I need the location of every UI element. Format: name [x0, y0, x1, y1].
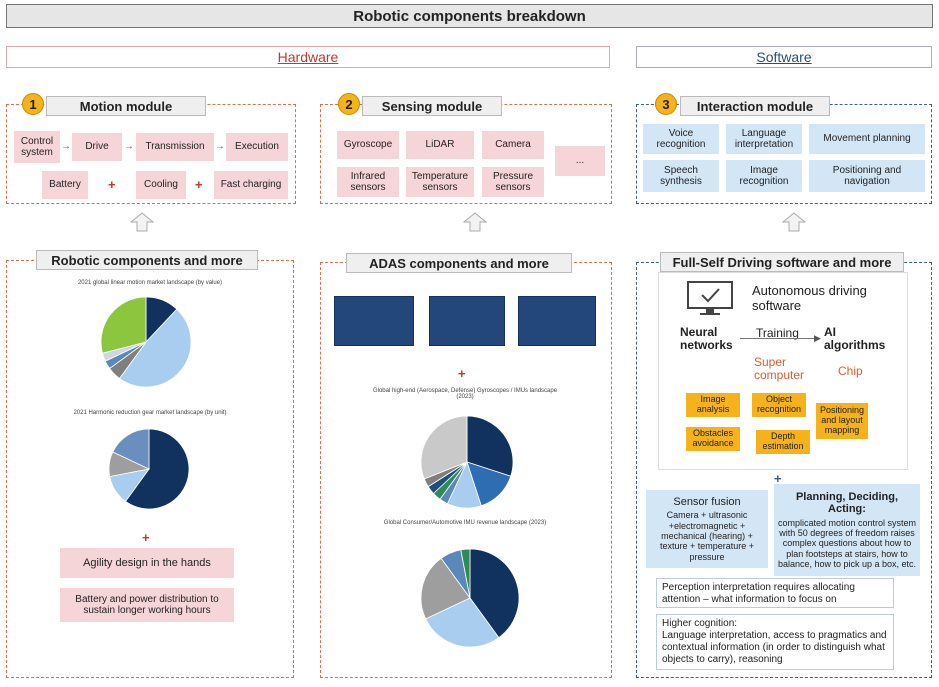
obstacles-avoidance-box: Obstacles avoidance	[686, 427, 740, 451]
voice-recognition-box: Voice recognition	[643, 124, 719, 154]
sensing-module-title: Sensing module	[362, 96, 502, 116]
up-arrow-icon	[782, 212, 806, 232]
sensor-fusion-title: Sensor fusion	[673, 495, 741, 508]
pie-slice	[100, 296, 147, 354]
pressure-sensors-box: Pressure sensors	[482, 167, 544, 197]
image-analysis-box: Image analysis	[686, 393, 740, 417]
pie-slice	[124, 428, 190, 510]
positioning-navigation-box: Positioning and navigation	[809, 160, 925, 192]
pie-slice	[469, 548, 520, 639]
imu-pie-chart	[420, 548, 520, 648]
harmonic-gear-chart-caption: 2021 Harmonic reduction gear market land…	[73, 410, 227, 416]
temperature-sensors-box: Temperature sensors	[406, 167, 474, 197]
chip-label: Chip	[838, 364, 863, 378]
depth-estimation-box: Depth estimation	[756, 430, 810, 454]
training-label: Training	[756, 326, 799, 340]
sensing-number-badge: 2	[338, 93, 360, 115]
transmission-box: Transmission	[136, 133, 214, 161]
infrared-sensors-box: Infrared sensors	[337, 167, 399, 197]
cooling-box: Cooling	[136, 171, 186, 199]
software-header: Software	[636, 46, 932, 68]
control-system-box: Control system	[14, 131, 60, 163]
motion-module-title: Motion module	[46, 96, 206, 116]
battery-box: Battery	[42, 171, 88, 199]
plus-icon: +	[108, 177, 116, 192]
movement-planning-box: Movement planning	[809, 124, 925, 154]
plus-icon: +	[195, 177, 203, 192]
up-arrow-icon	[130, 212, 154, 232]
drive-box: Drive	[72, 133, 122, 161]
battery-distribution-box: Battery and power distribution to sustai…	[60, 588, 234, 622]
perception-box: Perception interpretation requires alloc…	[656, 578, 894, 608]
pie-slice	[420, 415, 468, 480]
linear-motion-pie-chart	[100, 296, 192, 388]
robotic-components-title: Robotic components and more	[36, 250, 258, 270]
plus-icon: +	[774, 471, 782, 486]
adas-screenshot-1	[334, 296, 414, 346]
plus-icon: +	[142, 530, 150, 545]
arrow-right-icon: →	[215, 141, 225, 152]
autonomous-driving-label: Autonomous driving software	[752, 283, 867, 313]
pie-slice	[420, 557, 471, 620]
planning-title: Planning, Deciding, Acting:	[795, 490, 899, 516]
sensor-fusion-box: Sensor fusion Camera + ultrasonic +elect…	[646, 490, 768, 568]
interaction-number-badge: 3	[655, 93, 677, 115]
pie-slice	[118, 308, 192, 388]
execution-box: Execution	[226, 133, 288, 161]
agility-design-box: Agility design in the hands	[60, 548, 234, 578]
image-recognition-box: Image recognition	[726, 160, 802, 192]
training-arrow-line	[740, 338, 818, 339]
super-computer-label: Super computer	[754, 355, 805, 383]
motion-number-badge: 1	[22, 93, 44, 115]
lidar-box: LiDAR	[406, 131, 474, 159]
gyroscope-chart-caption: Global high-end (Aerospace, Defense) Gyr…	[372, 388, 558, 400]
imu-chart-caption: Global Consumer/Automotive IMU revenue l…	[383, 520, 547, 526]
pie-slice	[112, 428, 150, 470]
fast-charging-box: Fast charging	[214, 171, 288, 199]
hardware-header: Hardware	[6, 46, 610, 68]
arrow-right-icon: ▶	[814, 333, 821, 343]
harmonic-gear-pie-chart	[108, 428, 190, 510]
up-arrow-icon	[463, 212, 487, 232]
speech-synthesis-box: Speech synthesis	[643, 160, 719, 192]
planning-body: complicated motion control system with 5…	[777, 517, 917, 570]
object-recognition-box: Object recognition	[752, 393, 806, 417]
gyroscope-pie-chart	[420, 415, 514, 509]
linear-motion-chart-caption: 2021 global linear motion market landsca…	[77, 280, 223, 286]
fsd-title: Full-Self Driving software and more	[660, 252, 904, 272]
camera-box: Camera	[482, 131, 544, 159]
page-title: Robotic components breakdown	[6, 4, 933, 28]
monitor-check-icon	[687, 281, 733, 315]
gyroscope-box: Gyroscope	[337, 131, 399, 159]
arrow-right-icon: →	[124, 141, 134, 152]
plus-icon: +	[458, 366, 466, 381]
neural-networks-label: Neural networks	[680, 325, 733, 353]
interaction-module-title: Interaction module	[680, 96, 830, 116]
language-interpretation-box: Language interpretation	[726, 124, 802, 154]
higher-cognition-box: Higher cognition: Language interpretatio…	[656, 614, 894, 670]
more-sensors-box: ...	[555, 146, 605, 176]
sensor-fusion-body: Camera + ultrasonic +electromagnetic + m…	[659, 510, 755, 562]
adas-components-title: ADAS components and more	[346, 253, 572, 273]
ai-algorithms-label: AI algorithms	[824, 325, 886, 353]
positioning-layout-box: Positioning and layout mapping	[816, 403, 868, 439]
pie-slice	[466, 415, 514, 477]
higher-cognition-title: Higher cognition:	[662, 618, 738, 629]
pie-slice	[460, 548, 471, 599]
arrow-right-icon: →	[61, 141, 71, 152]
adas-screenshot-2	[429, 296, 505, 346]
planning-box: Planning, Deciding, Acting: complicated …	[774, 484, 920, 576]
adas-screenshot-3	[518, 296, 596, 346]
higher-cognition-body: Language interpretation, access to pragm…	[662, 630, 887, 665]
pie-slice	[425, 597, 500, 648]
